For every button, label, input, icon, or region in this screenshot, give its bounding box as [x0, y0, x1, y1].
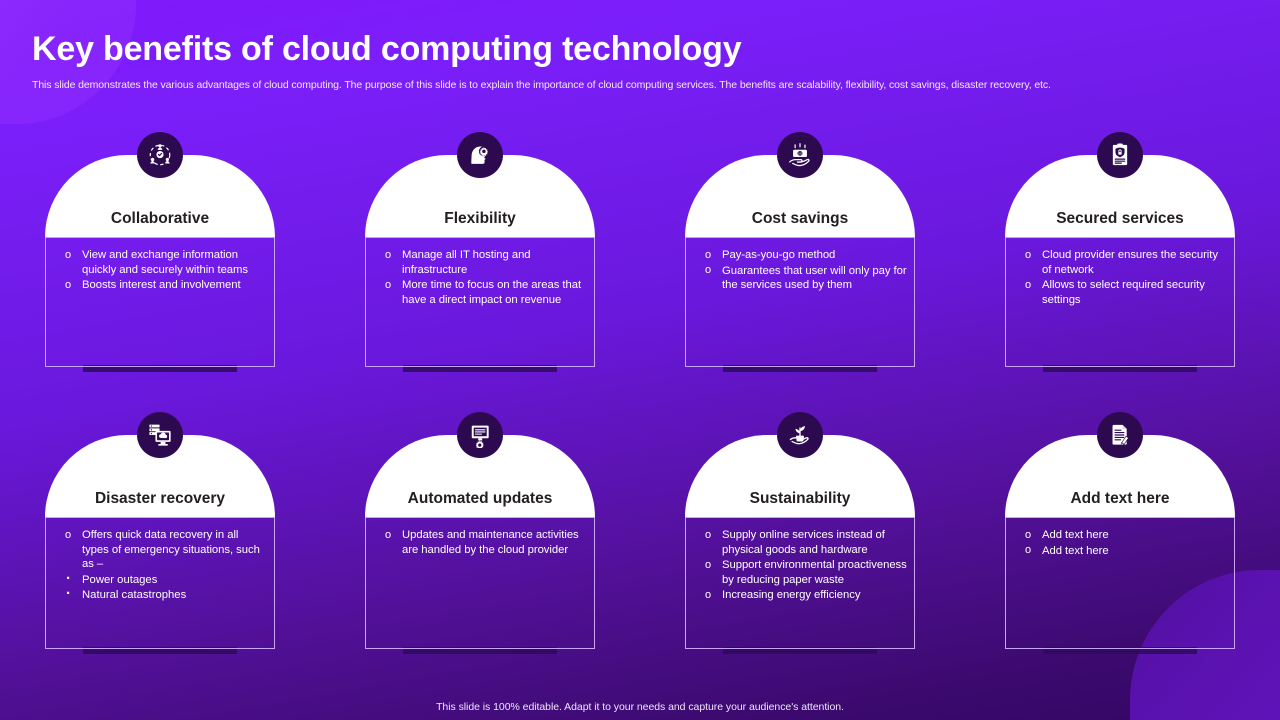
page-title: Key benefits of cloud computing technolo… [32, 30, 742, 68]
benefit-card-sustainability[interactable]: Sustainability Supply online services in… [685, 412, 915, 692]
list-item: Supply online services instead of physic… [696, 527, 908, 557]
card-header-dome: Flexibility [365, 132, 595, 237]
card-shadow-bar [1043, 647, 1197, 654]
card-body-wrap: Manage all IT hosting and infrastructure… [365, 237, 595, 372]
card-shadow-bar [83, 647, 237, 654]
list-item: Power outages [56, 571, 268, 589]
slide-footer-note: This slide is 100% editable. Adapt it to… [436, 701, 844, 713]
hand-money-icon: 100 [777, 132, 823, 178]
head-gear-icon [457, 132, 503, 178]
list-item: More time to focus on the areas that hav… [376, 278, 588, 307]
benefit-card-automated-updates[interactable]: Automated updates Updates and maintenanc… [365, 412, 595, 692]
card-title: Secured services [1056, 210, 1184, 228]
list-item: Guarantees that user will only pay for t… [696, 263, 908, 293]
card-title: Sustainability [749, 490, 851, 508]
card-body-wrap: Pay-as-you-go method Guarantees that use… [685, 237, 915, 372]
benefits-row-2: Disaster recovery Offers quick data reco… [0, 412, 1280, 692]
benefit-card-flexibility[interactable]: Flexibility Manage all IT hosting and in… [365, 132, 595, 412]
list-item: Add text here [1016, 543, 1228, 559]
benefit-card-disaster-recovery[interactable]: Disaster recovery Offers quick data reco… [45, 412, 275, 692]
list-item: Allows to select required security setti… [1016, 278, 1228, 307]
document-pen-icon [1097, 412, 1143, 458]
sub-bullet-list: Power outages Natural catastrophes [56, 571, 268, 604]
bullet-list: Manage all IT hosting and infrastructure… [376, 247, 588, 307]
list-item: Add text here [1016, 528, 1228, 543]
card-body: Manage all IT hosting and infrastructure… [365, 237, 595, 367]
bullet-list: View and exchange information quickly an… [56, 247, 268, 293]
card-shadow-bar [723, 647, 877, 654]
card-title: Add text here [1070, 490, 1170, 508]
collaboration-network-icon [137, 132, 183, 178]
card-header-dome: Collaborative [45, 132, 275, 237]
slide-header: Key benefits of cloud computing technolo… [32, 30, 1248, 93]
card-title: Flexibility [444, 210, 516, 228]
list-item: Support environmental proactiveness by r… [696, 558, 908, 587]
card-body-wrap: Offers quick data recovery in all types … [45, 517, 275, 654]
benefit-card-cost-savings[interactable]: 100 Cost savings Pay-as-you-go method Gu… [685, 132, 915, 412]
page-subtitle: This slide demonstrates the various adva… [32, 79, 1051, 92]
bullet-list: Updates and maintenance activities are h… [376, 527, 588, 557]
list-item: Increasing energy efficiency [696, 588, 908, 603]
card-body-wrap: Supply online services instead of physic… [685, 517, 915, 654]
card-title: Collaborative [110, 210, 210, 228]
list-item: Pay-as-you-go method [696, 248, 908, 263]
card-header-dome: Disaster recovery [45, 412, 275, 517]
card-shadow-bar [83, 365, 237, 372]
card-shadow-bar [403, 647, 557, 654]
bullet-list: Add text here Add text here [1016, 528, 1228, 558]
card-body: Supply online services instead of physic… [685, 517, 915, 649]
card-shadow-bar [723, 365, 877, 372]
card-body-wrap: Add text here Add text here [1005, 517, 1235, 654]
card-body: Cloud provider ensures the security of n… [1005, 237, 1235, 367]
card-body: Pay-as-you-go method Guarantees that use… [685, 237, 915, 367]
card-header-dome: Automated updates [365, 412, 595, 517]
document-lock-icon [1097, 132, 1143, 178]
card-body: Offers quick data recovery in all types … [45, 517, 275, 649]
list-item: Cloud provider ensures the security of n… [1016, 247, 1228, 277]
list-item: Boosts interest and involvement [56, 278, 268, 293]
card-body-wrap: View and exchange information quickly an… [45, 237, 275, 372]
benefit-card-collaborative[interactable]: Collaborative View and exchange informat… [45, 132, 275, 412]
card-body-wrap: Updates and maintenance activities are h… [365, 517, 595, 654]
benefits-row-1: Collaborative View and exchange informat… [0, 132, 1280, 412]
list-item: View and exchange information quickly an… [56, 247, 268, 277]
list-item: Offers quick data recovery in all types … [56, 528, 268, 572]
hand-plant-icon [777, 412, 823, 458]
card-header-dome: 100 Cost savings [685, 132, 915, 237]
list-item: Updates and maintenance activities are h… [376, 527, 588, 557]
card-header-dome: Add text here [1005, 412, 1235, 517]
benefits-grid: Collaborative View and exchange informat… [0, 132, 1280, 692]
card-header-dome: Sustainability [685, 412, 915, 517]
bullet-list: Cloud provider ensures the security of n… [1016, 247, 1228, 307]
card-body: Updates and maintenance activities are h… [365, 517, 595, 649]
list-item: Natural catastrophes [56, 586, 268, 604]
card-body: Add text here Add text here [1005, 517, 1235, 649]
list-item: Manage all IT hosting and infrastructure [376, 247, 588, 277]
benefit-card-add-text-here[interactable]: Add text here Add text here Add text her… [1005, 412, 1235, 692]
benefit-card-secured-services[interactable]: Secured services Cloud provider ensures … [1005, 132, 1235, 412]
bullet-list: Offers quick data recovery in all types … [56, 528, 268, 572]
card-title: Cost savings [751, 210, 849, 228]
card-shadow-bar [403, 365, 557, 372]
card-header-dome: Secured services [1005, 132, 1235, 237]
card-body-wrap: Cloud provider ensures the security of n… [1005, 237, 1235, 372]
monitor-gear-icon [457, 412, 503, 458]
card-body: View and exchange information quickly an… [45, 237, 275, 367]
card-shadow-bar [1043, 365, 1197, 372]
bullet-list: Supply online services instead of physic… [696, 527, 908, 603]
server-cloud-monitor-icon [137, 412, 183, 458]
bullet-list: Pay-as-you-go method Guarantees that use… [696, 248, 908, 293]
card-title: Automated updates [407, 490, 553, 508]
card-title: Disaster recovery [94, 490, 226, 508]
svg-text:100: 100 [798, 152, 803, 156]
